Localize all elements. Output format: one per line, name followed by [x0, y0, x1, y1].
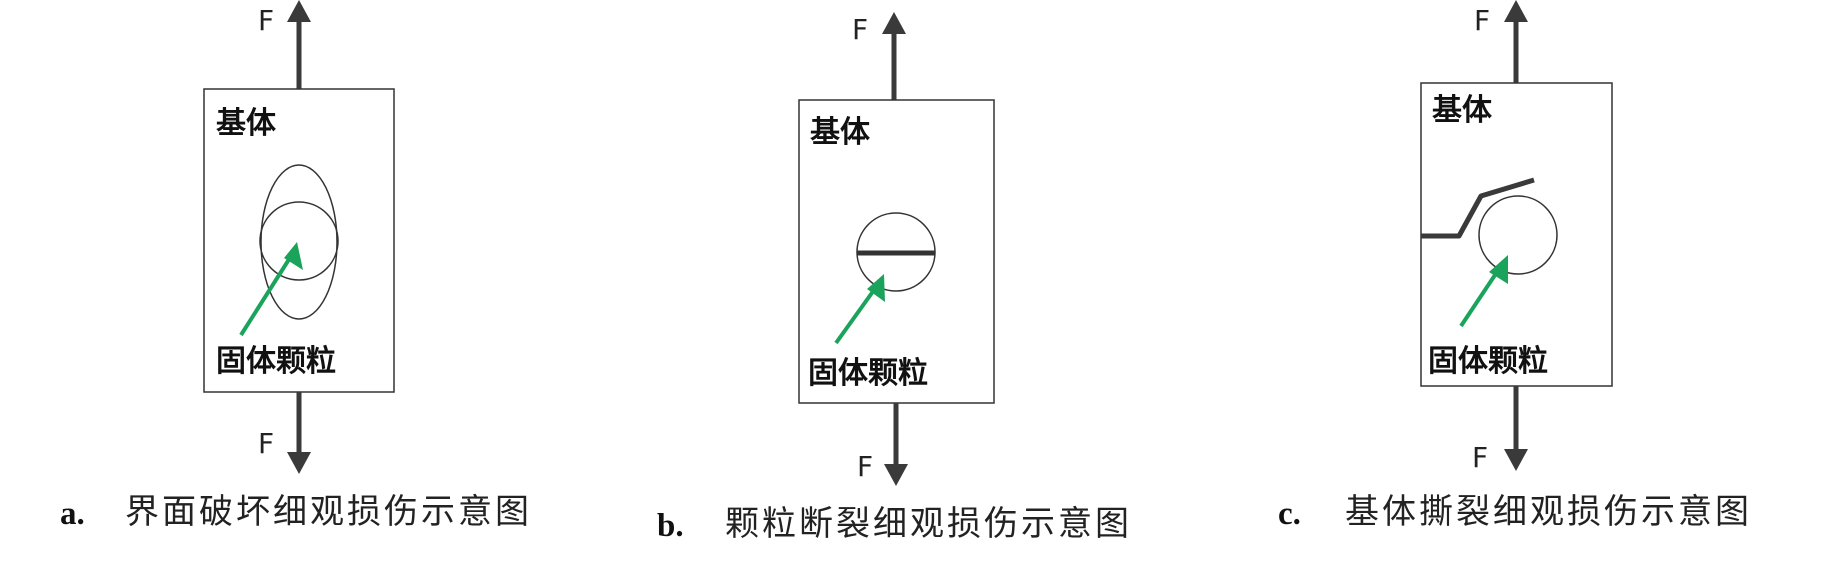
- matrix-label: 基体: [216, 106, 277, 141]
- force-arrowhead-top: [882, 12, 906, 34]
- panel-b: F 基体 固体颗粒 F b. 颗粒断裂细观损伤示意图: [657, 12, 1132, 544]
- caption-text: 颗粒断裂细观损伤示意图: [725, 504, 1132, 544]
- particle-label: 固体颗粒: [216, 344, 336, 379]
- force-label-top: F: [1474, 4, 1490, 37]
- force-label-bottom: F: [857, 450, 873, 483]
- force-label-top: F: [258, 4, 274, 37]
- particle-label: 固体颗粒: [1428, 344, 1548, 379]
- caption-text: 基体撕裂细观损伤示意图: [1345, 492, 1752, 532]
- caption-text: 界面破坏细观损伤示意图: [125, 492, 532, 532]
- matrix-label: 基体: [810, 115, 871, 150]
- caption-letter: b.: [657, 508, 684, 544]
- caption-letter: c.: [1278, 496, 1301, 532]
- pointer-arrow: [1459, 270, 1499, 328]
- force-label-bottom: F: [258, 427, 274, 460]
- force-label-top: F: [852, 13, 868, 46]
- pointer-arrow: [834, 288, 876, 345]
- force-arrowhead-bottom: [884, 464, 908, 486]
- debond-ellipse: [260, 164, 338, 320]
- matrix-label: 基体: [1432, 93, 1493, 128]
- solid-particle: [1478, 195, 1558, 275]
- force-arrowhead-top: [1504, 0, 1528, 22]
- panel-a: F 基体 固体颗粒 F a. 界面破坏细观损伤示意图: [60, 0, 532, 532]
- caption-letter: a.: [60, 496, 85, 532]
- force-arrowhead-top: [287, 0, 311, 22]
- particle-label: 固体颗粒: [808, 356, 928, 391]
- pointer-arrowhead: [1489, 255, 1508, 284]
- matrix-tear-crack: [1421, 177, 1535, 239]
- pointer-arrow: [239, 251, 295, 337]
- panel-c: F 基体 固体颗粒 F c. 基体撕裂细观损伤示意图: [1278, 0, 1752, 532]
- pointer-arrowhead: [284, 242, 303, 270]
- force-arrowhead-bottom: [1504, 449, 1528, 471]
- pointer-arrowhead: [867, 274, 885, 302]
- force-arrowhead-bottom: [287, 452, 311, 474]
- solid-particle: [259, 201, 339, 281]
- force-label-bottom: F: [1472, 441, 1488, 474]
